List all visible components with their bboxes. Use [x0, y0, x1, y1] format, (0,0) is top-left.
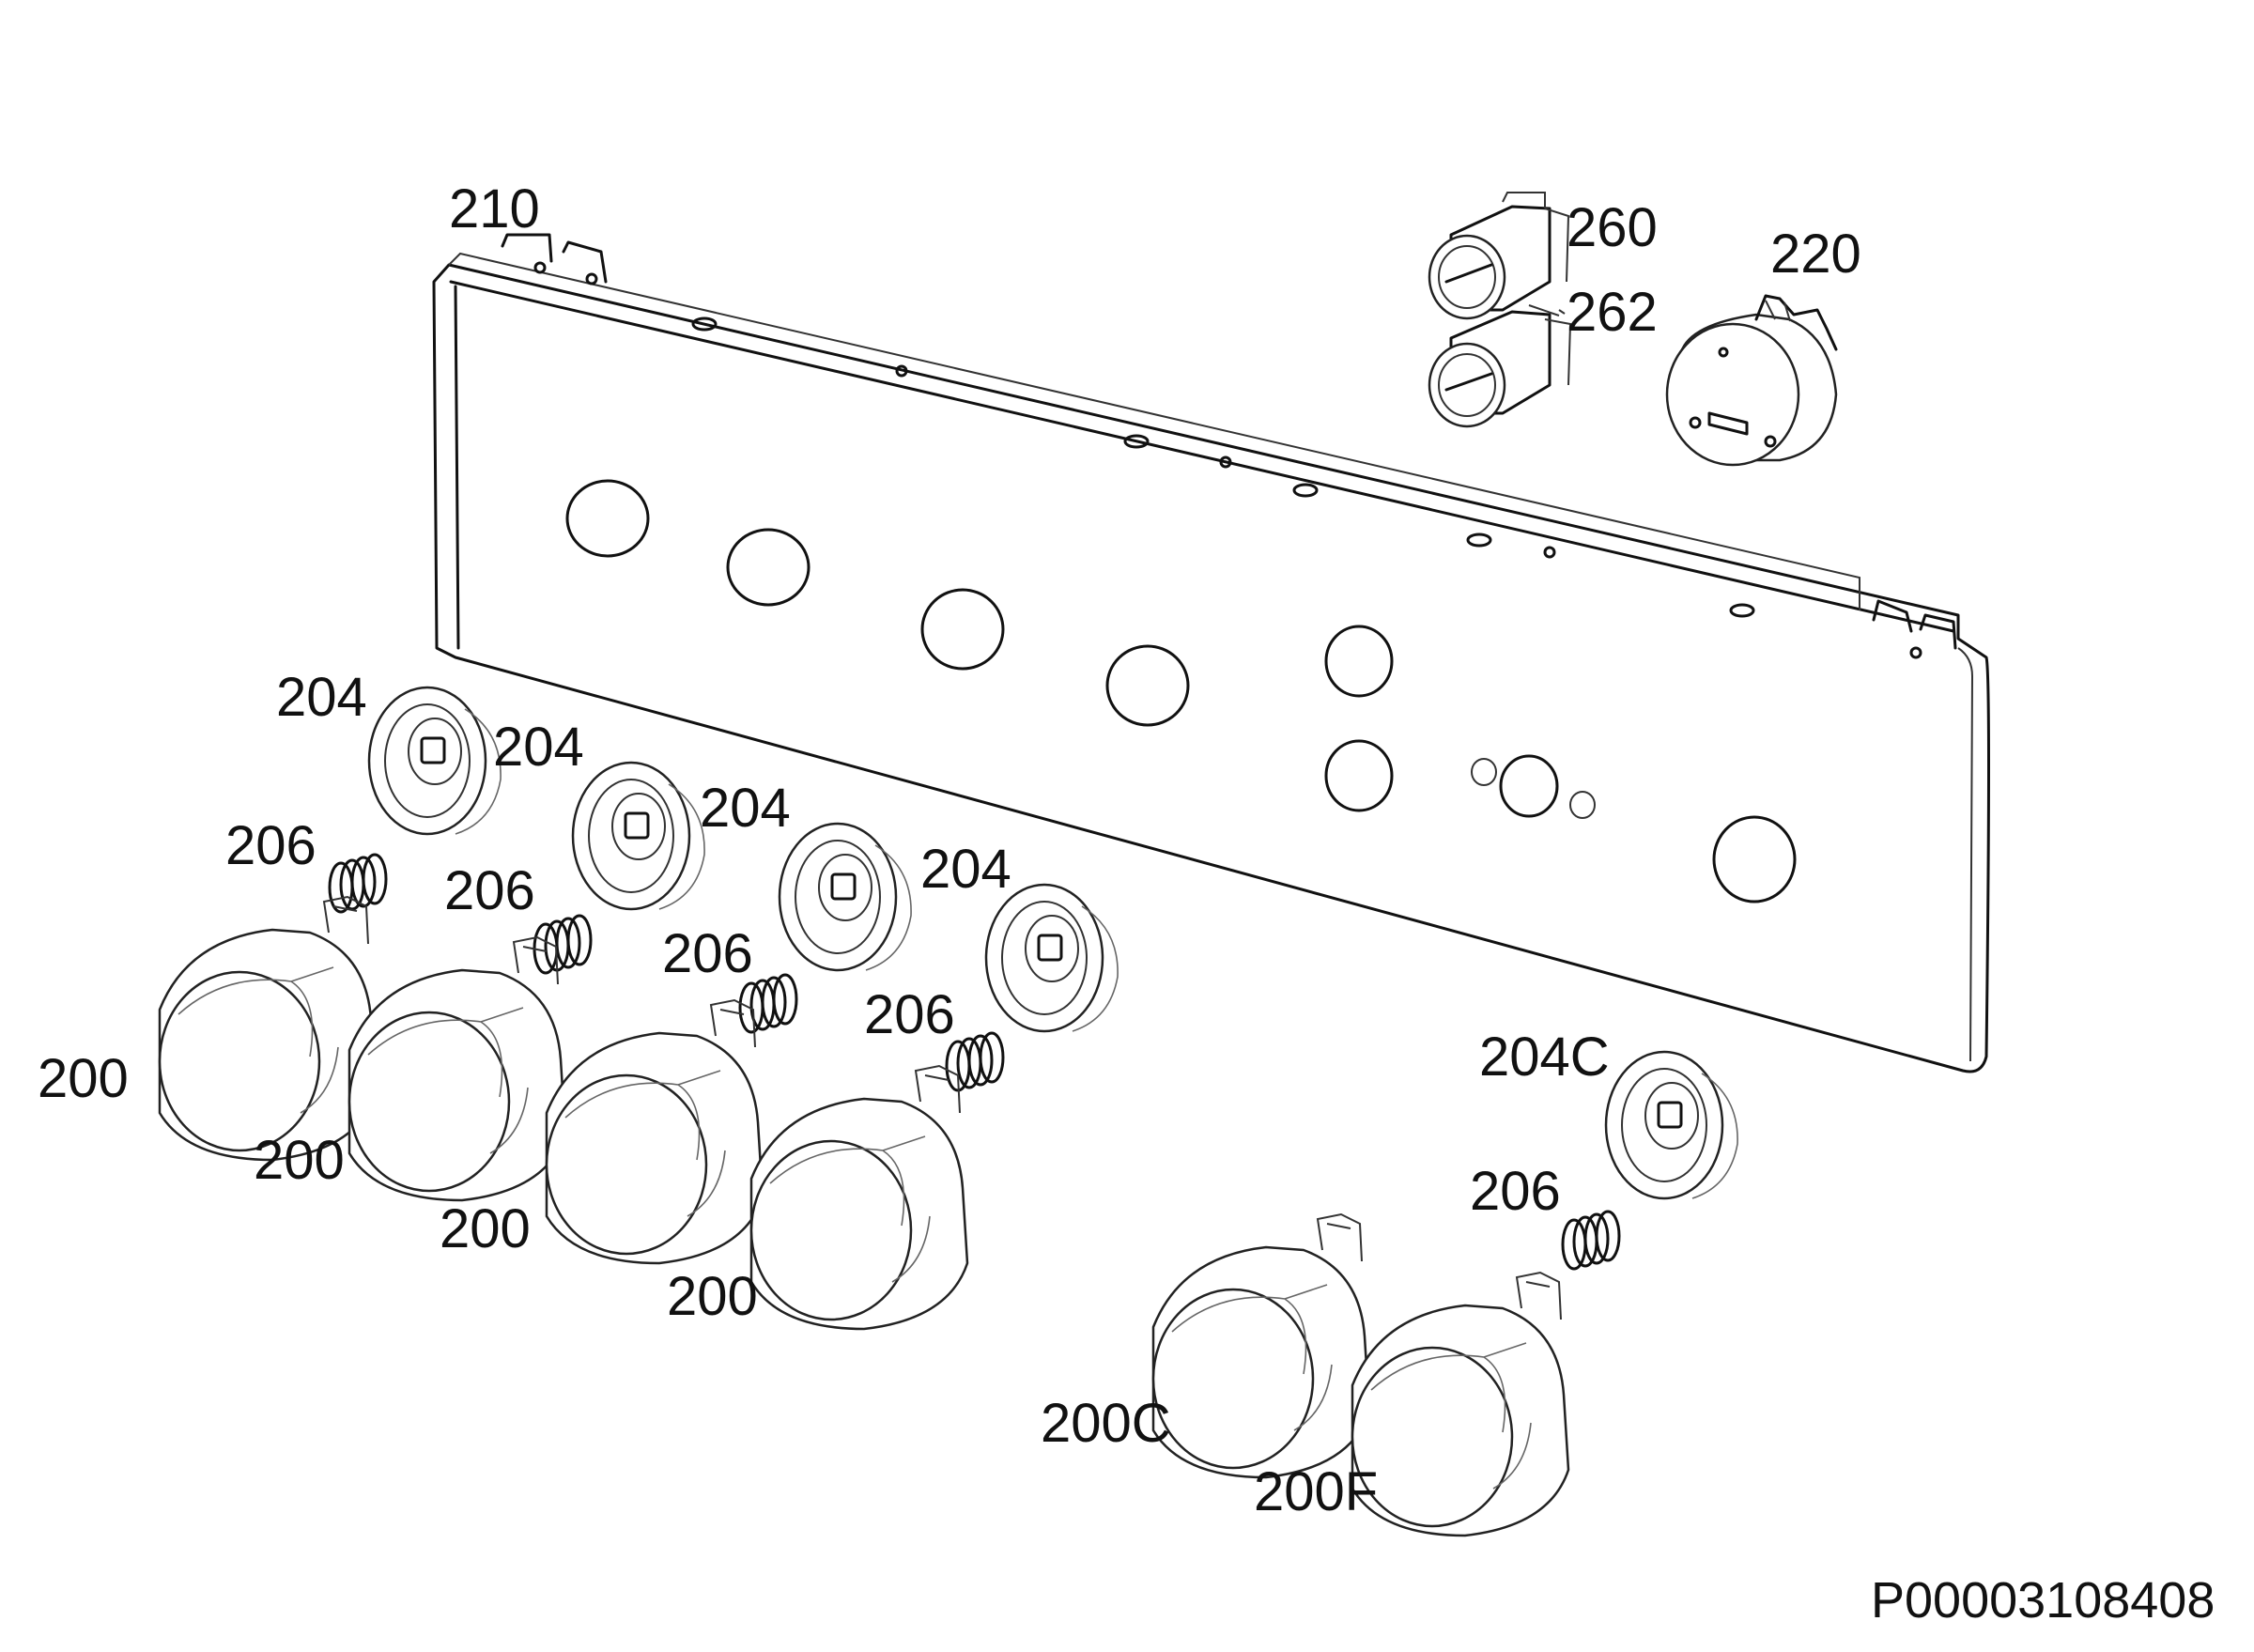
pilot-switch-upper — [1428, 192, 1570, 320]
label-panel: 210 — [449, 178, 540, 239]
label-spring-5: 206 — [1470, 1161, 1561, 1222]
spring-5 — [1561, 1210, 1621, 1271]
bezel-3 — [778, 822, 913, 972]
label-spring-2: 206 — [444, 860, 535, 921]
knob-3 — [545, 998, 764, 1265]
knob-c — [1151, 1212, 1371, 1479]
bezel-5 — [1604, 1050, 1739, 1200]
drawing-id: P00003108408 — [1871, 1572, 2215, 1629]
label-bezel-c: 204C — [1479, 1027, 1610, 1088]
label-spring-1: 206 — [225, 815, 316, 876]
spring-1 — [328, 853, 388, 914]
label-bezel-4: 204 — [920, 839, 1011, 900]
pilot-switch-lower — [1428, 310, 1572, 428]
label-knob-3: 200 — [440, 1198, 531, 1259]
label-knob-1: 200 — [38, 1048, 129, 1109]
label-bezel-2: 204 — [493, 717, 584, 778]
label-spring-4: 206 — [864, 984, 955, 1045]
label-knob-4: 200 — [667, 1266, 758, 1327]
bezel-2 — [571, 761, 706, 911]
label-switch-upper: 260 — [1567, 197, 1658, 258]
spring-2 — [533, 914, 593, 975]
knob-2 — [347, 935, 567, 1202]
label-bezel-1: 204 — [276, 667, 367, 728]
label-knob-c: 200C — [1041, 1393, 1171, 1454]
label-spring-3: 206 — [662, 923, 753, 984]
bezel-1 — [367, 686, 502, 836]
timer — [1665, 294, 1838, 467]
label-bezel-3: 204 — [700, 778, 791, 839]
knob-4 — [749, 1064, 969, 1331]
bezel-4 — [984, 883, 1119, 1033]
label-switch-lower: 262 — [1567, 282, 1658, 343]
spring-4 — [945, 1031, 1005, 1092]
switch-leader — [1528, 304, 1566, 317]
label-knob-2: 200 — [254, 1130, 345, 1191]
knob-f — [1351, 1271, 1570, 1537]
knob-1 — [158, 895, 378, 1162]
control-panel — [432, 233, 1990, 1073]
label-knob-f: 200F — [1254, 1461, 1378, 1522]
label-timer: 220 — [1770, 224, 1861, 285]
